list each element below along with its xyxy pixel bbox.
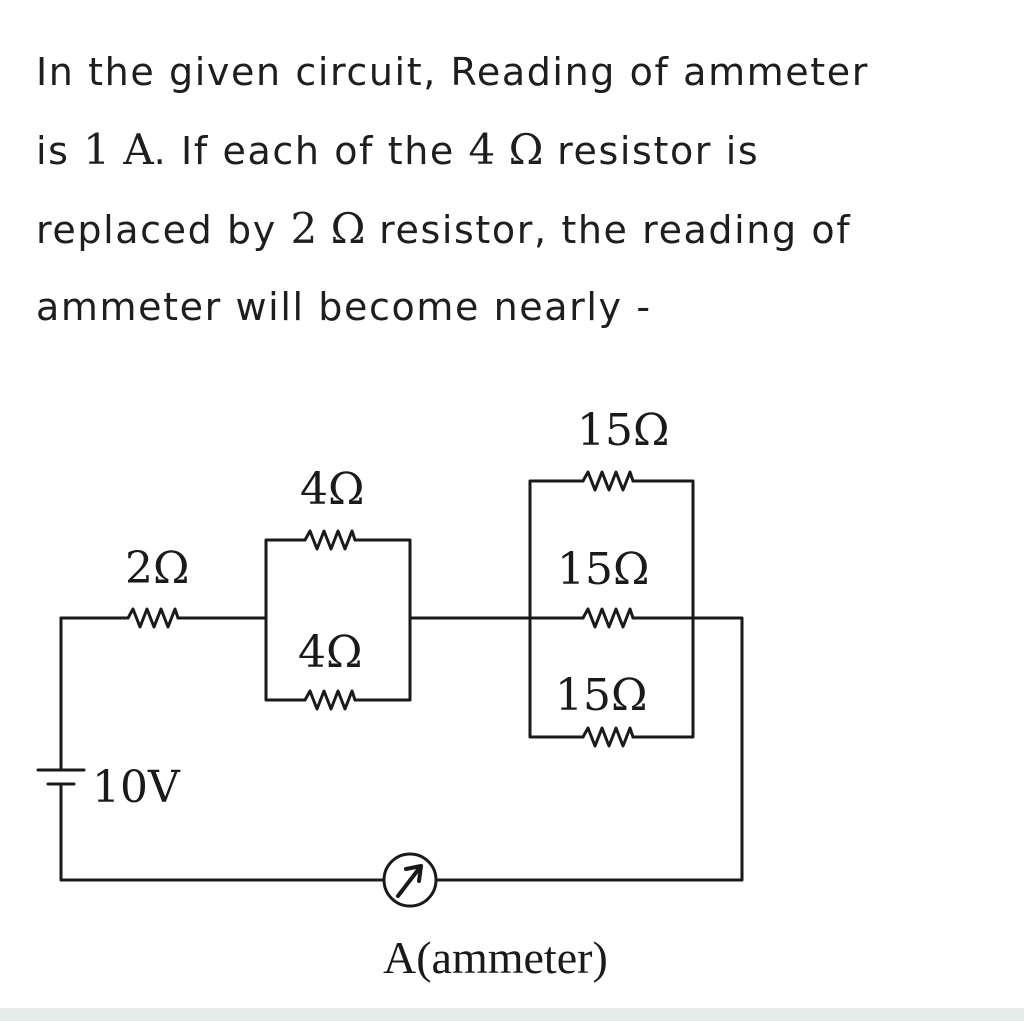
battery-symbol	[36, 768, 86, 804]
label-ammeter: A(ammeter)	[383, 932, 608, 983]
resistance-value-2: 2 Ω	[290, 204, 366, 253]
bottom-divider	[0, 1008, 1024, 1021]
wire-right-return	[436, 616, 744, 882]
parallel-box-4-ohm	[264, 538, 412, 702]
resistance-value-4: 4 Ω	[468, 125, 544, 174]
parallel-box-15-ohm	[528, 479, 695, 739]
label-15-ohm-middle: 15Ω	[557, 544, 649, 595]
question-line-3-start: replaced by	[36, 208, 291, 252]
label-15-ohm-bottom: 15Ω	[555, 670, 647, 721]
wire-left-top	[59, 616, 385, 882]
label-4-ohm-bottom: 4Ω	[298, 627, 362, 678]
resistor-15-ohm-bottom	[581, 726, 635, 748]
ammeter-symbol	[382, 852, 438, 908]
resistor-15-ohm-middle	[581, 607, 635, 629]
label-battery: 10V	[92, 762, 181, 813]
current-value: 1 A	[83, 125, 154, 174]
question-line-4: ammeter will become nearly -	[36, 285, 652, 329]
resistor-2-ohm	[126, 607, 180, 629]
question-text: In the given circuit, Reading of ammeter…	[36, 34, 996, 346]
label-15-ohm-top: 15Ω	[577, 405, 669, 456]
label-2-ohm: 2Ω	[125, 543, 189, 594]
question-line-2-mid: . If each of the	[153, 129, 469, 173]
question-line-2-end: resistor is	[543, 129, 760, 173]
resistor-15-ohm-top	[581, 470, 635, 492]
label-4-ohm-top: 4Ω	[300, 464, 364, 515]
resistor-4-ohm-bottom	[303, 689, 357, 711]
question-line-2-start: is	[36, 129, 84, 173]
resistor-4-ohm-top	[303, 529, 357, 551]
question-line-1: In the given circuit, Reading of ammeter	[36, 50, 869, 94]
question-line-3-end: resistor, the reading of	[365, 208, 852, 252]
